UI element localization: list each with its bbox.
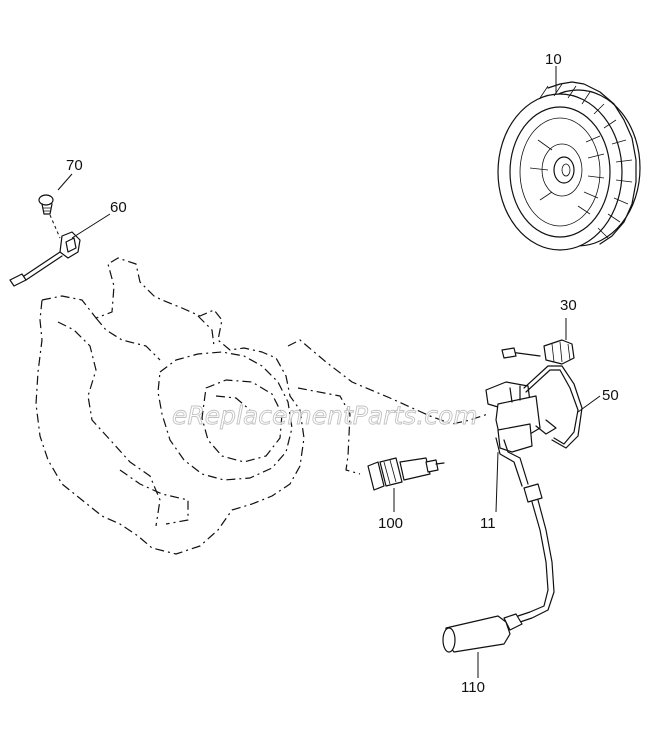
callout-50: 50	[602, 387, 619, 404]
leader-50	[577, 395, 601, 413]
stop-switch	[9, 231, 81, 287]
screw-to-switch-path	[49, 214, 61, 239]
spark-plug-tip	[501, 339, 575, 365]
ground-wire	[523, 365, 583, 449]
screw	[38, 194, 54, 215]
leader-60	[71, 213, 111, 239]
ignition-coil	[485, 381, 557, 487]
plug-cap	[442, 613, 523, 653]
callout-30: 30	[560, 297, 577, 314]
watermark: eReplacementParts.com	[172, 401, 478, 430]
callout-60: 60	[110, 199, 127, 216]
callout-110: 110	[461, 679, 485, 696]
spark-plug	[367, 457, 445, 491]
ht-lead	[517, 483, 555, 623]
flywheel	[497, 81, 641, 251]
leader-70	[57, 173, 73, 191]
callout-11: 11	[480, 515, 496, 532]
callout-10: 10	[545, 51, 562, 68]
callout-70: 70	[66, 157, 83, 174]
callout-100: 100	[378, 515, 403, 532]
engine-outline	[35, 257, 489, 555]
leader-11	[495, 451, 499, 513]
